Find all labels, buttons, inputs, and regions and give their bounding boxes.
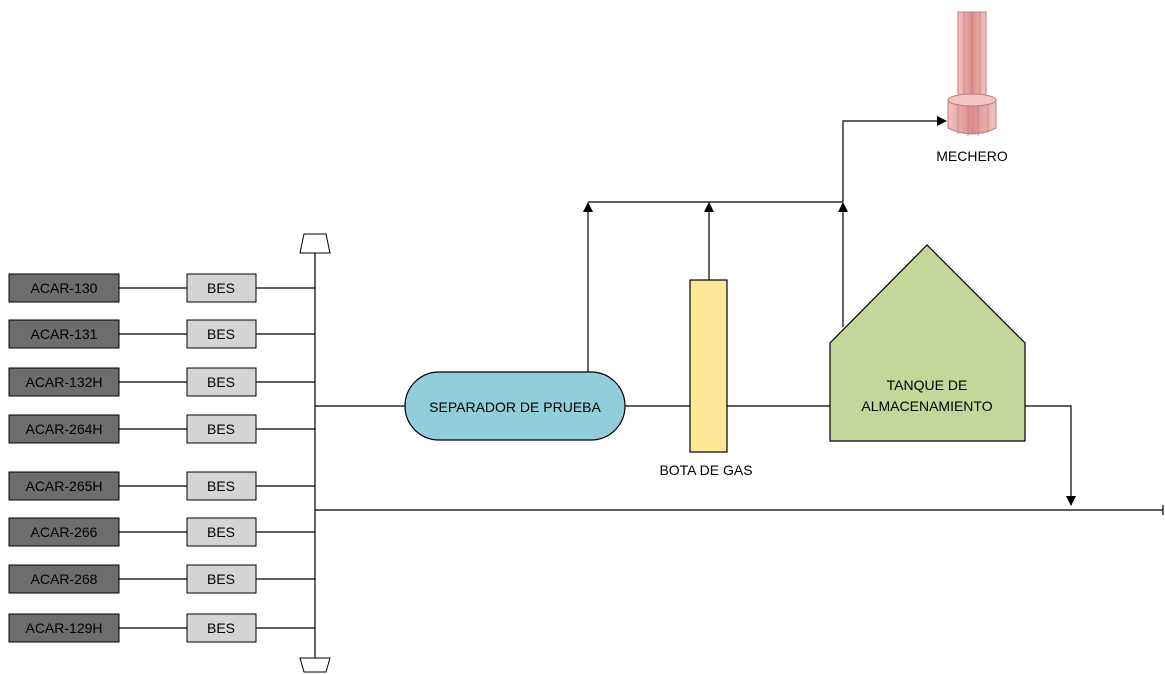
well-row: ACAR-266 BES xyxy=(8,517,315,547)
gas-boot-label: BOTA DE GAS xyxy=(659,462,752,478)
gas-lines xyxy=(583,116,947,372)
storage-tank: TANQUE DE ALMACENAMIENTO xyxy=(829,244,1026,442)
well-row: ACAR-130 BES xyxy=(8,273,315,303)
well-row: ACAR-264H BES xyxy=(8,414,315,444)
well-row: ACAR-268 BES xyxy=(8,564,315,594)
flare-stack: MECHERO xyxy=(936,11,1008,164)
well-name: ACAR-265H xyxy=(25,478,102,494)
pump-box xyxy=(186,273,257,303)
manifold-header xyxy=(299,233,331,673)
well-name: ACAR-266 xyxy=(31,524,98,540)
tank-label-line2: ALMACENAMIENTO xyxy=(861,398,992,414)
pump-label: BES xyxy=(207,326,235,342)
well-box xyxy=(8,414,120,444)
pump-label: BES xyxy=(207,374,235,390)
separator-label: SEPARADOR DE PRUEBA xyxy=(429,399,601,415)
pump-label: BES xyxy=(207,280,235,296)
gas-boot: BOTA DE GAS xyxy=(659,279,753,478)
process-lines xyxy=(315,405,1164,515)
well-name: ACAR-130 xyxy=(31,280,98,296)
pump-label: BES xyxy=(207,524,235,540)
well-row: ACAR-132H BES xyxy=(8,367,315,397)
well-row: ACAR-265H BES xyxy=(8,471,315,501)
pump-label: BES xyxy=(207,478,235,494)
well-name: ACAR-131 xyxy=(31,326,98,342)
pump-box xyxy=(186,319,257,349)
well-name: ACAR-268 xyxy=(31,571,98,587)
well-name: ACAR-129H xyxy=(25,620,102,636)
pump-label: BES xyxy=(207,620,235,636)
well-row: ACAR-129H BES xyxy=(8,613,315,643)
pump-box xyxy=(186,517,257,547)
pump-label: BES xyxy=(207,421,235,437)
well-box xyxy=(8,564,120,594)
well-box xyxy=(8,613,120,643)
pump-box xyxy=(186,471,257,501)
test-separator: SEPARADOR DE PRUEBA xyxy=(404,371,626,441)
well-box xyxy=(8,471,120,501)
well-name: ACAR-132H xyxy=(25,374,102,390)
well-row: ACAR-131 BES xyxy=(8,319,315,349)
pump-label: BES xyxy=(207,571,235,587)
flare-label: MECHERO xyxy=(936,148,1008,164)
well-box xyxy=(8,319,120,349)
well-box xyxy=(8,273,120,303)
tank-label-line1: TANQUE DE xyxy=(887,377,968,393)
pump-box xyxy=(186,564,257,594)
well-name: ACAR-264H xyxy=(25,421,102,437)
well-box xyxy=(8,517,120,547)
